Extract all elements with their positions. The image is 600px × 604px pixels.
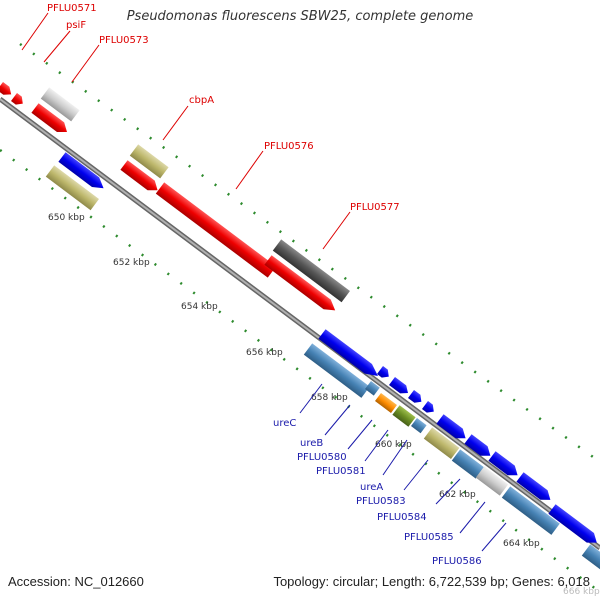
gene-ureb — [364, 381, 380, 396]
forward-gene-labels: PFLU0571 psiF PFLU0573 cbpA PFLU0576 PFL… — [21, 3, 400, 250]
gene-label-pflu0580: PFLU0580 — [297, 452, 347, 463]
gene-pflu0573 — [40, 87, 80, 122]
gene-pflu0586 — [501, 486, 560, 535]
gene-label-pflu0585: PFLU0585 — [404, 532, 454, 543]
gene-label-pflu0577: PFLU0577 — [350, 202, 400, 213]
gene-pflu0583 — [423, 427, 460, 460]
gene-label-pflu0583: PFLU0583 — [356, 496, 406, 507]
gene-pflu0584 — [451, 449, 485, 479]
gene-urec — [303, 343, 370, 398]
kbp-label: 652 kbp — [113, 258, 150, 268]
gene-left-blue — [58, 152, 104, 189]
gene-right-blue — [548, 504, 597, 543]
gene-pflu0571 — [0, 82, 12, 95]
kbp-label: 650 kbp — [48, 213, 85, 223]
gene-cbpa — [129, 144, 169, 179]
gene-label-ureb: ureB — [300, 438, 323, 449]
gene-right-steel — [581, 544, 600, 574]
gene-urea — [410, 418, 427, 434]
gene-label-cbpa: cbpA — [189, 95, 214, 106]
reverse-strand-genes — [45, 152, 600, 574]
gene-pflu0584-blue — [464, 434, 491, 456]
gene-pflu0585 — [475, 466, 509, 496]
kbp-label: 664 kbp — [503, 539, 540, 549]
gene-label-urea: ureA — [360, 482, 383, 493]
genome-title: Pseudomonas fluorescens SBW25, complete … — [126, 9, 474, 24]
kbp-label: 654 kbp — [181, 302, 218, 312]
accession-text: Accession: NC_012660 — [8, 574, 144, 589]
gene-small-blue1 — [376, 366, 389, 378]
gene-label-pflu0576: PFLU0576 — [264, 141, 314, 152]
kbp-label: 666 kbp — [563, 587, 600, 597]
gene-pflu0586-blue — [516, 472, 551, 500]
gene-pflu0575 — [120, 160, 158, 191]
kbp-label: 658 kbp — [311, 393, 348, 403]
forward-strand-genes — [0, 82, 350, 311]
gene-label-urec: ureC — [273, 418, 296, 429]
gene-label-pflu0573: PFLU0573 — [99, 35, 149, 46]
gene-label-pflu0581: PFLU0581 — [316, 466, 366, 477]
tick-track-inner — [0, 148, 600, 594]
genome-backbone — [0, 96, 600, 551]
kbp-label: 662 kbp — [439, 490, 476, 500]
gene-label-pflu0571: PFLU0571 — [47, 3, 97, 14]
kbp-label: 660 kbp — [375, 440, 412, 450]
gene-label-pflu0584: PFLU0584 — [377, 512, 427, 523]
gene-urec-blue — [318, 329, 378, 377]
kbp-label: 656 kbp — [246, 348, 283, 358]
gene-pflu0577 — [272, 239, 350, 303]
gene-label-psif: psiF — [66, 20, 86, 31]
gene-label-pflu0586: PFLU0586 — [432, 556, 482, 567]
kbp-axis: 650 kbp 652 kbp 654 kbp 656 kbp 658 kbp … — [48, 213, 600, 597]
gene-pflu0585-blue — [488, 451, 518, 476]
gene-small-blue3 — [407, 390, 422, 403]
gene-pflu0573-red — [31, 103, 67, 133]
topology-text: Topology: circular; Length: 6,722,539 bp… — [273, 574, 590, 589]
gene-pflu0576 — [155, 182, 277, 278]
gene-left-khaki — [45, 165, 99, 211]
gene-psif — [10, 93, 23, 105]
gene-small-blue2 — [388, 377, 408, 394]
gene-pflu0580 — [374, 393, 397, 414]
gene-small-blue4 — [421, 401, 434, 413]
gene-pflu0583-blue — [436, 414, 466, 439]
gene-pflu0577-red — [264, 255, 336, 311]
gene-pflu0581 — [392, 405, 416, 427]
reverse-gene-labels: ureC ureB PFLU0580 PFLU0581 ureA PFLU058… — [273, 383, 507, 567]
